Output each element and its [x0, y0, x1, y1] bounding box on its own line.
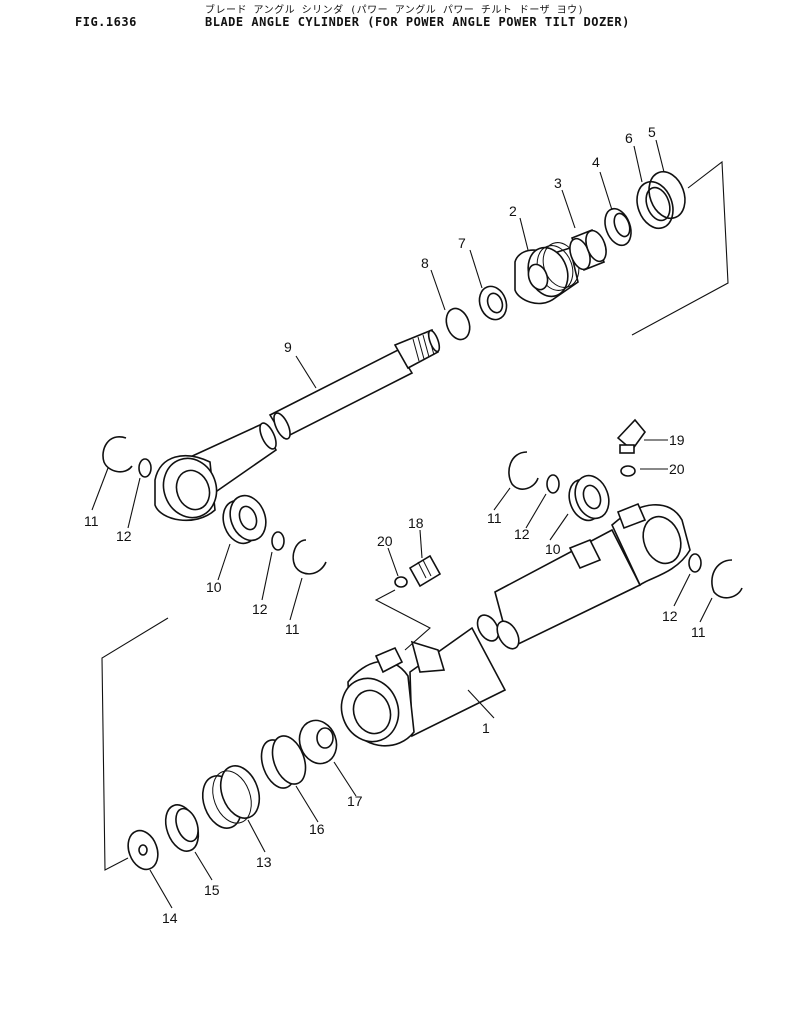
o-ring-12-upper-right [546, 474, 560, 494]
callout-20-upper: 20 [669, 461, 685, 477]
figure-number: FIG.1636 [75, 15, 137, 29]
snap-ring-11-lower-right [711, 559, 743, 599]
diagram-title: BLADE ANGLE CYLINDER (FOR POWER ANGLE PO… [205, 15, 630, 29]
callout-1: 1 [482, 720, 490, 736]
bushing [569, 228, 607, 272]
dust-seal [636, 180, 674, 230]
callout-4: 4 [592, 154, 600, 170]
bushing-10-right [568, 474, 610, 522]
callout-17: 17 [347, 793, 363, 809]
piston-nut [298, 719, 338, 765]
callout-12-lower-left: 12 [252, 601, 268, 617]
callout-13: 13 [256, 854, 272, 870]
callout-15: 15 [204, 882, 220, 898]
snap-ring-11-lower-left [292, 539, 327, 575]
cylinder-tube [340, 418, 691, 747]
callout-12-lower-right: 12 [662, 608, 678, 624]
callout-14: 14 [162, 910, 178, 926]
o-ring-12-lower-left [271, 531, 285, 551]
o-ring-12-upper-left [138, 458, 152, 478]
wear-ring [164, 804, 200, 852]
subtitle-japanese: ブレード アングル シリンダ (パワー アングル パワー チルト ドーザ ヨウ) [205, 5, 585, 16]
assembly-bracket-lower [101, 617, 169, 871]
callout-7: 7 [458, 235, 466, 251]
snap-ring-11-upper-left [102, 436, 133, 473]
piston-washer [127, 829, 159, 871]
callout-10-right: 10 [545, 541, 561, 557]
callout-10-left: 10 [206, 579, 222, 595]
callout-11-upper-left: 11 [84, 513, 99, 529]
o-ring-20-lower [394, 576, 408, 588]
callout-18: 18 [408, 515, 424, 531]
o-ring-12-lower-right [688, 553, 702, 573]
bushing-10-left [222, 494, 267, 545]
piston-ring [260, 735, 307, 789]
snap-ring-11-upper-right [508, 451, 539, 490]
callout-labels: 1 2 3 4 5 6 7 8 9 10 10 11 11 11 11 12 1… [84, 124, 706, 926]
callout-9: 9 [284, 339, 292, 355]
callout-12-upper-right: 12 [514, 526, 530, 542]
assembly-bracket-port [374, 589, 431, 651]
rod-seal [604, 207, 632, 247]
grease-fitting [408, 554, 442, 588]
o-ring-20-upper [620, 465, 636, 477]
callout-6: 6 [625, 130, 633, 146]
callout-16: 16 [309, 821, 325, 837]
piston-rod [154, 328, 441, 522]
piston [201, 765, 261, 829]
leader-lines [91, 139, 713, 909]
callout-19: 19 [669, 432, 685, 448]
assembly-bracket-upper [631, 160, 729, 336]
callout-11-upper-right: 11 [487, 510, 502, 526]
callout-2: 2 [509, 203, 517, 219]
callout-12-upper-left: 12 [116, 528, 132, 544]
callout-5: 5 [648, 124, 656, 140]
callout-20-lower: 20 [377, 533, 393, 549]
buffer-ring [478, 285, 508, 321]
snap-ring-8 [445, 307, 471, 341]
snap-ring-5 [648, 170, 686, 220]
callout-11-lower-right: 11 [691, 624, 706, 640]
callout-8: 8 [421, 255, 429, 271]
callout-11-lower-left: 11 [285, 621, 300, 637]
callout-3: 3 [554, 175, 562, 191]
